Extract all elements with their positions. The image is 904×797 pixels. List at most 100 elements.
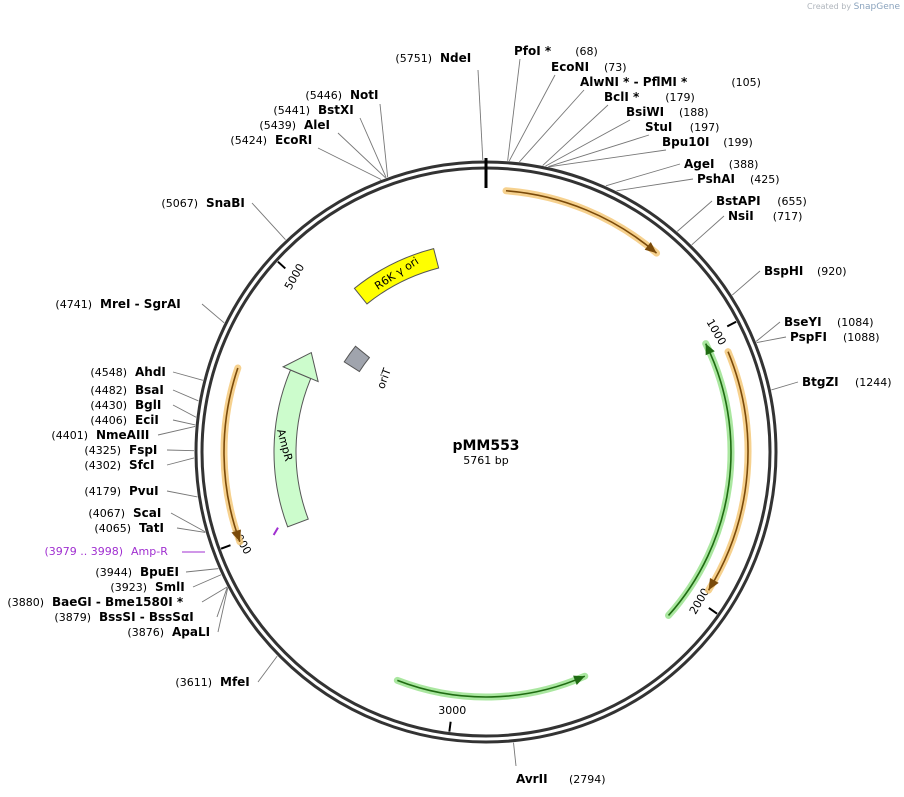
orf-arrowhead	[644, 241, 657, 254]
site-leader	[548, 134, 650, 168]
site-position: (5446)	[305, 89, 342, 102]
site-name: BclI *	[604, 90, 640, 104]
site-name: EcoNI	[551, 60, 589, 74]
center-label: pMM553 5761 bp	[452, 438, 519, 467]
site-position: (1244)	[855, 376, 892, 389]
site-name: NdeI	[440, 51, 471, 65]
site-position: (179)	[665, 91, 695, 104]
site-leader	[172, 389, 199, 402]
site-bpu10i: Bpu10I(199)	[548, 135, 753, 168]
tick-mark	[277, 260, 286, 270]
site-leader	[172, 371, 204, 381]
site-name: StuI	[645, 120, 672, 134]
site-position: (4325)	[84, 444, 121, 457]
site-leader	[755, 321, 781, 342]
site-pshai: PshAI(425)	[616, 172, 780, 192]
site-name: PspFI	[790, 330, 827, 344]
site-name: BsiWI	[626, 105, 664, 119]
site-bseyi: BseYI(1084)	[755, 315, 874, 342]
plasmid-name: pMM553	[452, 438, 519, 454]
site-apali: ApaLI(3876)	[127, 588, 229, 639]
orf-line	[505, 189, 658, 254]
site-bcli: BclI * (179)	[542, 90, 695, 166]
feature-arrow-head	[281, 351, 319, 383]
feature-label: oriT	[374, 366, 394, 390]
orf-arrowhead	[708, 577, 719, 591]
site-position: (5441)	[273, 104, 310, 117]
site-name: BseYI	[784, 315, 822, 329]
site-name: BtgZI	[802, 375, 839, 389]
orf-glow	[502, 187, 661, 257]
site-agei: AgeI(388)	[605, 157, 758, 187]
site-name: EcoRI	[275, 133, 312, 147]
site-position: (4179)	[84, 485, 121, 498]
orf-line	[667, 343, 732, 616]
plasmid-length: 5761 bp	[463, 454, 508, 467]
site-leader	[201, 586, 228, 603]
site-leader	[172, 419, 196, 426]
site-position: (3876)	[127, 626, 164, 639]
site-leader	[379, 103, 389, 178]
site-position: (68)	[575, 45, 598, 58]
site-leader	[201, 303, 225, 324]
site-name: SmlI	[155, 580, 185, 594]
site-pspfi: PspFI(1088)	[756, 330, 880, 344]
site-leader	[508, 74, 556, 162]
site-name: SnaBI	[206, 196, 245, 210]
primer-amp-r: (3979 .. 3998) Amp-R	[44, 545, 205, 558]
site-position: (3611)	[175, 676, 212, 689]
site-name: NotI	[350, 88, 379, 102]
site-leader	[185, 568, 219, 573]
tick-label: 5000	[282, 261, 307, 292]
site-leader	[545, 119, 631, 167]
site-stui: StuI(197)	[548, 120, 719, 168]
site-bsssi-bsss-i: BssSI - BssSαI (3879)	[54, 587, 228, 624]
site-name: NmeAIII	[96, 428, 149, 442]
site-bsphi: BspHI(920)	[731, 264, 847, 296]
primer-position: (3979 .. 3998)	[44, 545, 123, 558]
site-leader	[756, 336, 787, 344]
site-leader	[192, 574, 222, 588]
site-position: (4482)	[90, 384, 127, 397]
site-name: TatI	[139, 521, 164, 535]
site-leader	[507, 58, 521, 161]
site-bgli: BglI(4430)	[90, 398, 197, 418]
site-position: (717)	[773, 210, 803, 223]
site-name: AvrII	[516, 772, 548, 786]
site-leader	[251, 202, 286, 241]
site-econi: EcoNI(73)	[508, 60, 627, 162]
site-name: BglI	[135, 398, 161, 412]
site-position: (4065)	[94, 522, 131, 535]
site-name: EciI	[135, 413, 159, 427]
site-name: BssSI - BssSαI	[99, 610, 194, 624]
site-mrei-sgrai: MreI - SgrAI(4741)	[55, 297, 225, 324]
site-position: (4302)	[84, 459, 121, 472]
site-sfci: SfcI(4302)	[84, 457, 195, 472]
orf-line	[707, 351, 749, 591]
site-leader	[519, 89, 585, 163]
orf-line	[223, 367, 241, 543]
site-position: (5751)	[395, 52, 432, 65]
site-leader	[359, 117, 387, 178]
primer-name: Amp-R	[131, 545, 168, 558]
site-leader	[217, 588, 229, 633]
site-ahdi: AhdI(4548)	[90, 365, 204, 381]
site-position: (3879)	[54, 611, 91, 624]
site-alei: AleI(5439)	[259, 118, 386, 179]
orf-arrowhead	[573, 675, 585, 685]
site-leader	[616, 178, 694, 192]
site-leader	[477, 69, 484, 161]
site-ndei: NdeI (5751)	[395, 51, 484, 161]
site-name: PshAI	[697, 172, 735, 186]
site-name: AgeI	[684, 157, 714, 171]
site-noti: NotI (5446)	[305, 88, 389, 178]
site-leader	[166, 449, 195, 452]
site-bstapi: BstAPI(655)	[677, 194, 807, 232]
tick-mark	[726, 320, 737, 328]
tick-mark	[220, 544, 231, 550]
site-name: AleI	[304, 118, 330, 132]
site-nmeaiii: NmeAIII(4401)	[51, 426, 196, 442]
site-position: (4067)	[88, 507, 125, 520]
site-leader	[176, 527, 206, 533]
